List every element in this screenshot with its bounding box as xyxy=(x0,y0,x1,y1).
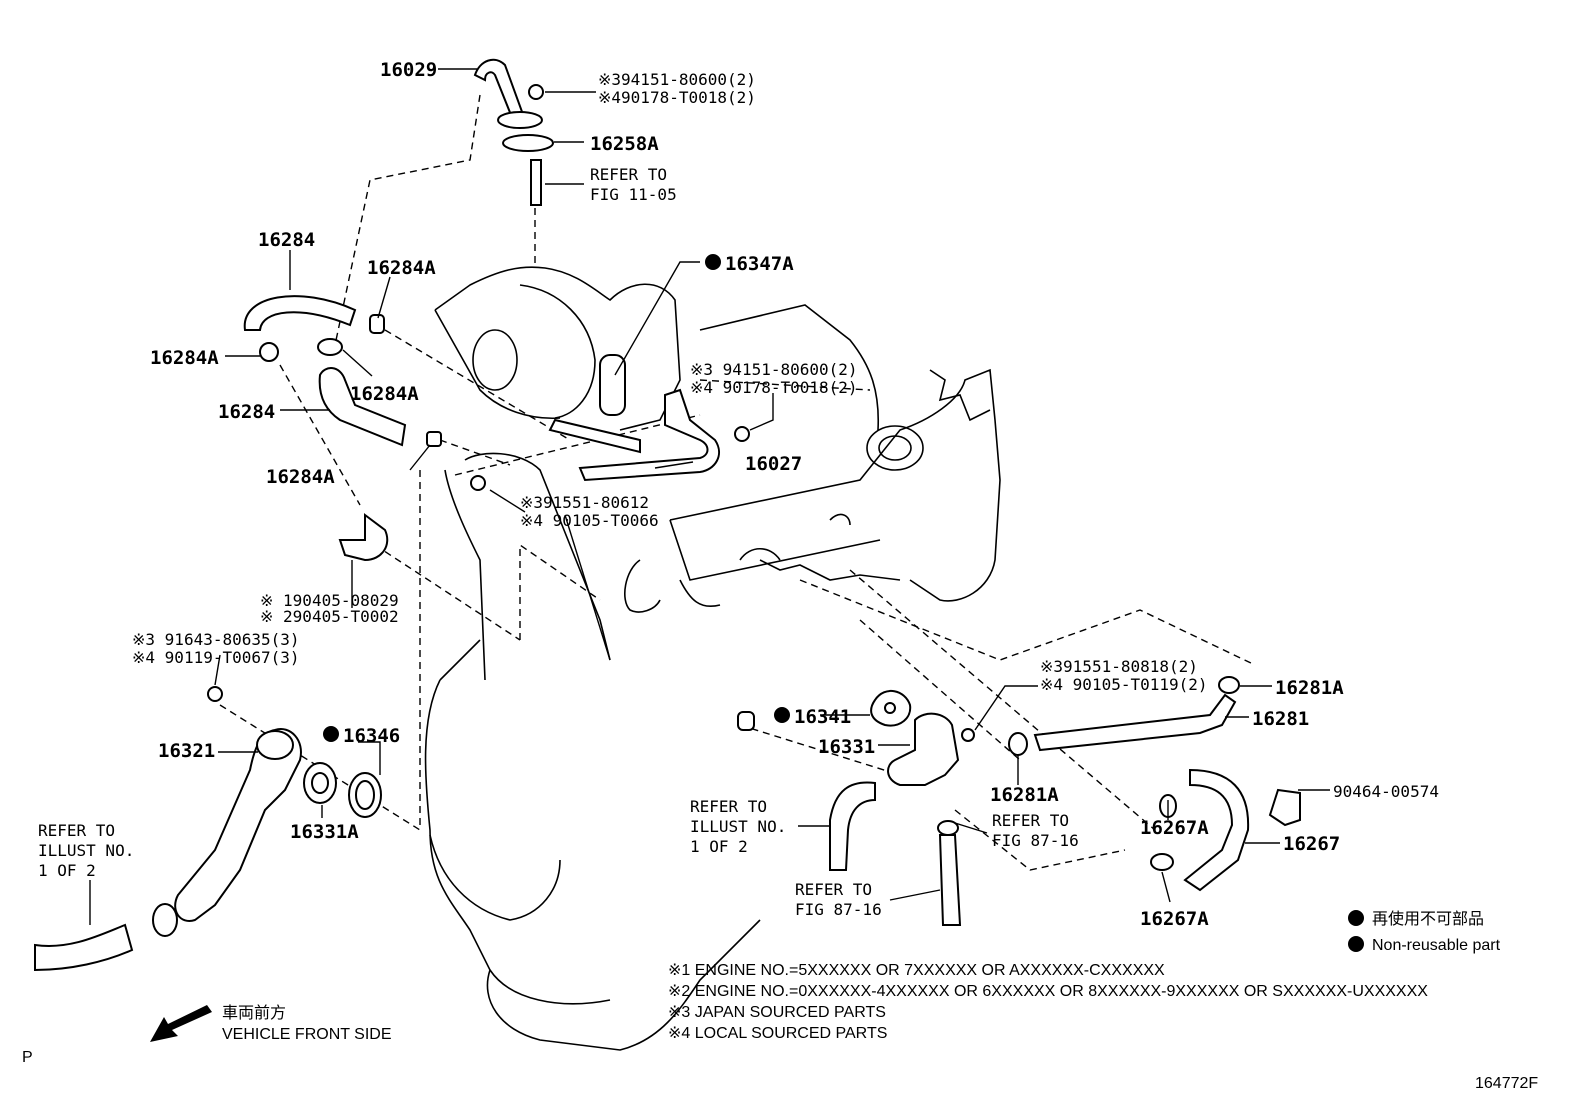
label-16029: 16029 xyxy=(380,59,437,81)
refer-to-label: REFER TO xyxy=(38,821,115,840)
refer-to-page-label: 1 OF 2 xyxy=(38,861,96,880)
fastener-labels: ※394151-80600(2) ※490178-T0018(2) ※3 941… xyxy=(132,70,1208,694)
refer-to-fig-label: FIG 87-16 xyxy=(992,831,1079,850)
label-16321: 16321 xyxy=(158,740,215,762)
label-16284-lower: 16284 xyxy=(218,401,275,423)
part-16281-shape xyxy=(1033,693,1237,752)
part-shapes xyxy=(34,58,1301,972)
label-90464-00574: 90464-00574 xyxy=(1333,782,1439,801)
label-16267A-lower: 16267A xyxy=(1140,908,1209,930)
legend-dot xyxy=(1348,936,1364,952)
note-1: ※1 ENGINE NO.=5XXXXXX OR 7XXXXXX OR AXXX… xyxy=(668,962,1165,979)
part-16267-shape xyxy=(1183,768,1250,892)
label-16347A: 16347A xyxy=(725,253,794,275)
figure-id: 164772F xyxy=(1475,1075,1538,1092)
label-16284A-left: 16284A xyxy=(150,347,219,369)
dashed-connection-lines xyxy=(219,94,1256,871)
refer-to-illust-label: ILLUST NO. xyxy=(38,841,134,860)
part-90464-shape xyxy=(1268,788,1301,827)
direction-jp-text: 車両前方 xyxy=(222,1004,286,1022)
fastener-label: ※ 290405-T0002 xyxy=(260,607,399,626)
legend: 再使用不可部品 Non-reusable part xyxy=(1348,910,1501,954)
non-reusable-dot xyxy=(705,254,721,270)
label-16027: 16027 xyxy=(745,453,802,475)
fastener-label: ※391551-80818(2) xyxy=(1040,657,1198,676)
label-16284A-upper: 16284A xyxy=(367,257,436,279)
refer-to-page-label: 1 OF 2 xyxy=(690,837,748,856)
label-16281A-right: 16281A xyxy=(1275,677,1344,699)
label-16284-upper: 16284 xyxy=(258,229,315,251)
fastener-label: ※490178-T0018(2) xyxy=(598,88,756,107)
part-labels: 16029 16258A 16284 16284A 16284A 16284A … xyxy=(150,59,1439,930)
label-16281: 16281 xyxy=(1252,708,1309,730)
direction-en-text: VEHICLE FRONT SIDE xyxy=(222,1026,392,1043)
legend-dot xyxy=(1348,910,1364,926)
part-16331-shape xyxy=(887,712,960,786)
front-arrow-icon xyxy=(150,1005,212,1042)
reference-labels: REFER TO FIG 11-05 REFER TO ILLUST NO. 1… xyxy=(38,165,1079,919)
refer-to-label: REFER TO xyxy=(795,880,872,899)
label-16284A-mid: 16284A xyxy=(350,383,419,405)
refer-to-label: REFER TO xyxy=(690,797,767,816)
fastener-label: ※391551-80612 xyxy=(520,493,649,512)
label-16258A: 16258A xyxy=(590,133,659,155)
refer-to-label: REFER TO xyxy=(590,165,667,184)
part-16284-upper-shape xyxy=(243,295,357,331)
part-16284-lower-shape xyxy=(318,367,407,447)
label-16346: 16346 xyxy=(343,725,400,747)
label-16341: 16341 xyxy=(794,706,851,728)
note-4: ※4 LOCAL SOURCED PARTS xyxy=(668,1025,887,1042)
label-16281A-lower: 16281A xyxy=(990,784,1059,806)
fastener-label: ※ 190405-08029 xyxy=(260,591,399,610)
non-reusable-dot xyxy=(323,726,339,742)
note-3: ※3 JAPAN SOURCED PARTS xyxy=(668,1004,886,1021)
part-16347A-shape xyxy=(599,354,626,416)
fastener-label: ※4 90105-T0066 xyxy=(520,511,659,530)
refer-to-illust-label: ILLUST NO. xyxy=(690,817,786,836)
label-16267: 16267 xyxy=(1283,833,1340,855)
vehicle-front-indicator: 車両前方 VEHICLE FRONT SIDE xyxy=(150,1004,392,1043)
leader-lines xyxy=(89,68,1330,925)
legend-jp-text: 再使用不可部品 xyxy=(1372,910,1484,928)
fastener-label: ※4 90105-T0119(2) xyxy=(1040,675,1208,694)
label-16331A: 16331A xyxy=(290,821,359,843)
part-16027-shape xyxy=(578,388,720,482)
engine-outline xyxy=(424,266,1001,1051)
refer-to-fig-label: FIG 11-05 xyxy=(590,185,677,204)
engine-notes: ※1 ENGINE NO.=5XXXXXX OR 7XXXXXX OR AXXX… xyxy=(668,962,1428,1042)
note-2: ※2 ENGINE NO.=0XXXXXX-4XXXXXX OR 6XXXXXX… xyxy=(668,983,1428,1000)
refer-to-label: REFER TO xyxy=(992,811,1069,830)
legend-en-text: Non-reusable part xyxy=(1372,937,1501,954)
refer-to-fig-label: FIG 87-16 xyxy=(795,900,882,919)
non-reusable-dot xyxy=(774,707,790,723)
part-16321-shape xyxy=(174,728,302,922)
fastener-label: ※3 91643-80635(3) xyxy=(132,630,300,649)
label-16267A-upper: 16267A xyxy=(1140,817,1209,839)
fastener-label: ※4 90119-T0067(3) xyxy=(132,648,300,667)
fastener-label: ※3 94151-80600(2) xyxy=(690,360,858,379)
label-16331: 16331 xyxy=(818,736,875,758)
corner-mark: P xyxy=(22,1049,33,1066)
fastener-label: ※4 90178-T0018(2) xyxy=(690,378,858,397)
label-16284A-lower: 16284A xyxy=(266,466,335,488)
fastener-label: ※394151-80600(2) xyxy=(598,70,756,89)
